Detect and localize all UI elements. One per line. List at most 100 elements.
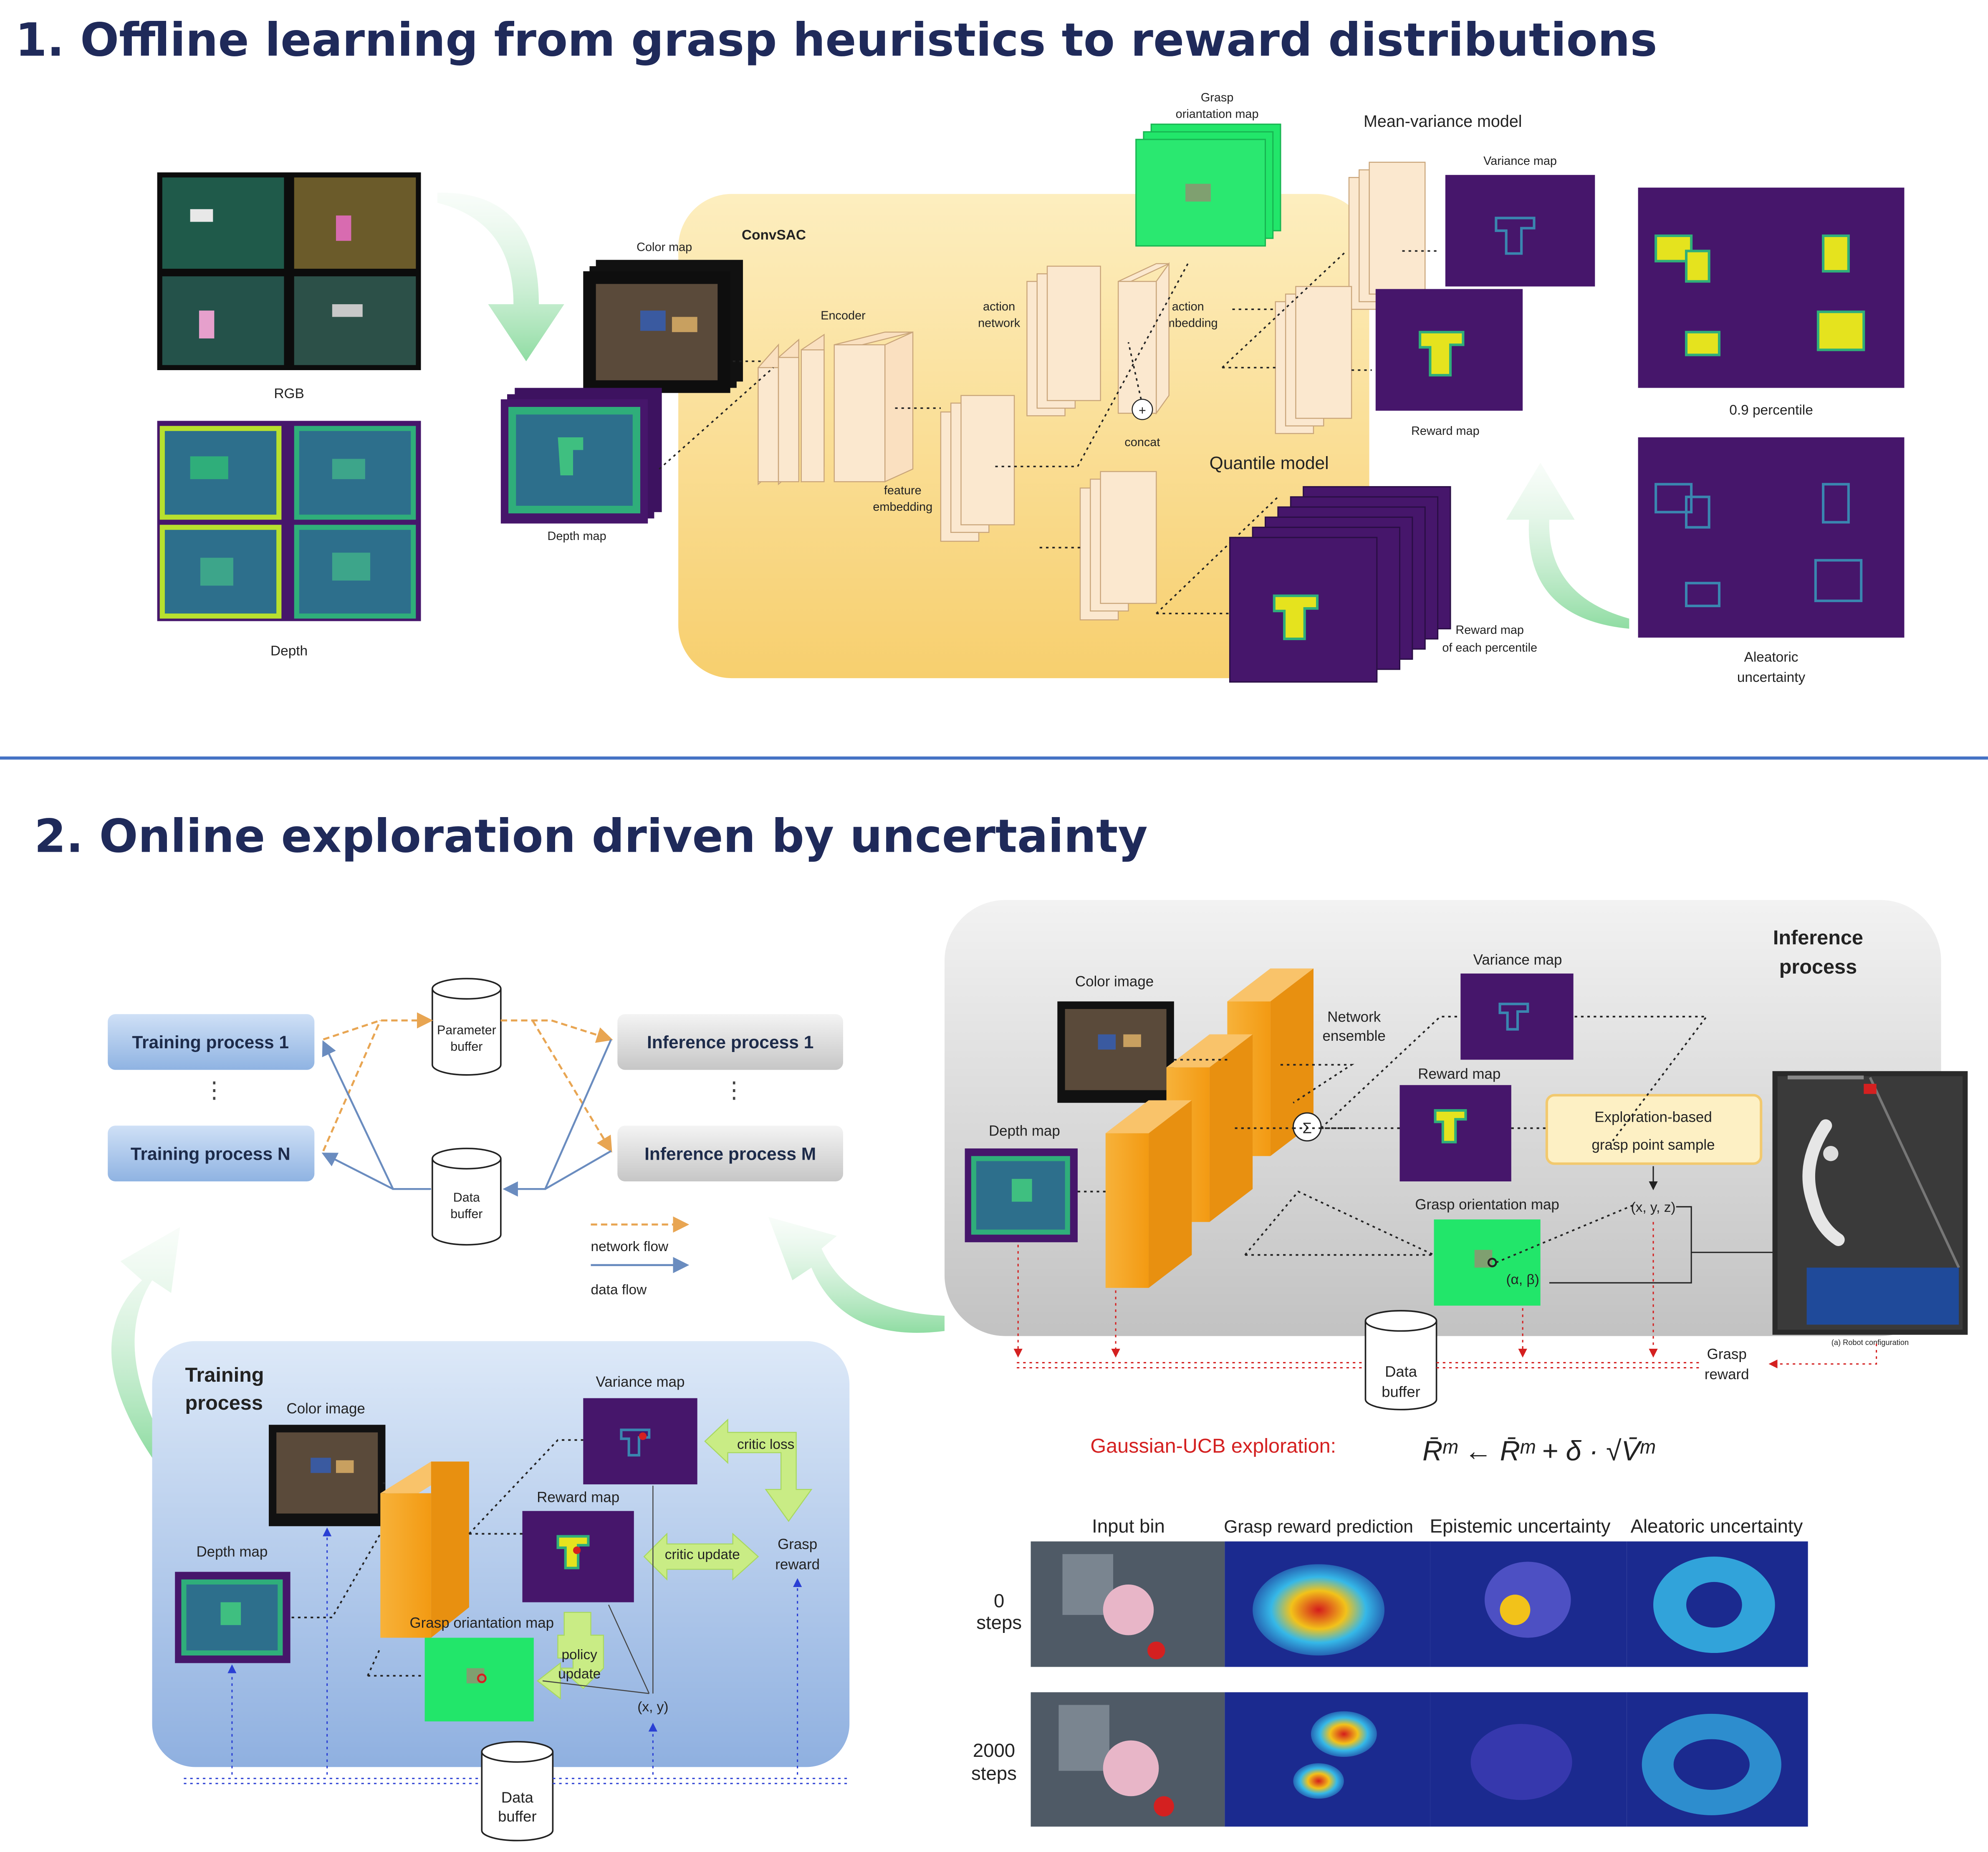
data-buffer-label-2: buffer [450,1207,482,1221]
training-grasp-orientation-map [424,1638,534,1722]
curved-arrow-uncertainty [1506,462,1629,629]
sum-icon [1292,1112,1322,1142]
network-ensemble-label-2: ensemble [1322,1028,1385,1044]
action-network-label-1: action [983,300,1015,313]
inference-variance-map-label: Variance map [1473,952,1562,968]
aleatoric-map [1638,437,1905,638]
row1-count: 2000 [973,1740,1015,1761]
inference-depth-map [965,1148,1078,1242]
training-process-1-box [108,1014,315,1070]
heatmap-col-reward: Grasp reward prediction [1224,1517,1413,1537]
action-network-label-2: network [978,317,1021,330]
encoder-label: Encoder [821,309,866,322]
inference-vdots: ⋮ [722,1077,745,1103]
action-embedding-label-1: action [1172,300,1204,313]
depth-image-grid [157,421,421,621]
inference-grasp-reward-label-1: Grasp [1707,1346,1747,1362]
ucb-formula: R̄ᵐ ← R̄ᵐ + δ · √V̄ᵐ [1422,1436,1655,1466]
training-color-image-label: Color image [287,1400,365,1417]
action-embedding-block [1117,262,1170,415]
row0-unit: steps [976,1612,1022,1633]
inference-connectors [1077,1016,1708,1264]
training-data-buffer-label-1: Data [501,1789,534,1806]
training-panel-title-1: Training [185,1364,264,1386]
inference-reward-map-label: Reward map [1418,1066,1500,1082]
parameter-buffer-label-1: Parameter [437,1024,496,1037]
inference-grasp-orientation-map-label: Grasp orientation map [1415,1196,1559,1213]
section2-title: 2. Online exploration driven by uncertai… [34,809,1148,863]
critic-loss-arrow [704,1418,813,1522]
policy-update-label-1: policy [561,1647,597,1663]
parameter-buffer-cylinder [431,978,502,1076]
inference-variance-map [1460,973,1574,1060]
training-grasp-orientation-map-label: Grasp oriantation map [410,1615,554,1631]
reward-map-percentile-label-2: of each percentile [1442,641,1537,654]
training-panel-title-2: process [185,1392,263,1414]
training-process-1-label: Training process 1 [132,1033,289,1052]
rgb-label: RGB [274,386,304,401]
variance-map-s1 [1445,175,1595,287]
convsac-label: ConvSAC [742,227,806,243]
parameter-buffer-label-2: buffer [450,1040,482,1054]
training-reward-map-label: Reward map [537,1489,619,1506]
color-map-label: Color map [637,240,692,254]
training-data-buffer-label-2: buffer [498,1808,537,1825]
section1-connectors [659,250,1440,615]
training-reward-map [522,1511,634,1602]
network-flow-arrows [322,1012,613,1153]
policy-update-label-2: update [558,1666,601,1682]
convsac-panel [678,194,1369,679]
training-thin-lines [542,1486,654,1694]
data-buffer-label-1: Data [453,1191,480,1205]
heatmap-col-epistemic: Epistemic uncertainty [1430,1515,1611,1537]
grasp-orientation-map-s1-stack [1135,124,1281,247]
depth-label: Depth [270,643,308,659]
concat-label: concat [1124,436,1160,449]
legend-network-flow-label: network flow [591,1239,669,1254]
svg-text:+: + [1139,404,1146,417]
aleatoric-label-1: Aleatoric [1744,650,1799,665]
aleatoric-label-2: uncertainty [1737,670,1806,685]
training-data-buffer-cylinder [481,1741,554,1842]
training-variance-map [583,1398,697,1485]
policy-update-arrow [536,1612,604,1700]
section1-title: 1. Offline learning from grasp heuristic… [15,13,1657,67]
row0-count: 0 [994,1590,1004,1612]
mean-variance-model-label: Mean-variance model [1364,112,1522,131]
alpha-beta-label: (α, β) [1506,1272,1539,1287]
data-flow-arrows [321,1039,612,1197]
curved-arrow-input [437,192,564,361]
variance-map-s1-label: Variance map [1483,154,1557,168]
heatmap-col-aleatoric: Aleatoric uncertainty [1631,1515,1803,1537]
training-vdots: ⋮ [203,1077,226,1103]
inference-grasp-orientation-map [1434,1219,1541,1306]
quantile-model-label: Quantile model [1210,454,1329,473]
inference-depth-map-label: Depth map [989,1123,1060,1139]
grasp-orientation-map-s1-label-1: Grasp [1201,91,1234,104]
training-process-n-label: Training process N [131,1144,290,1164]
feature-embedding-block [940,395,1015,542]
ucb-label: Gaussian-UCB exploration: [1090,1435,1336,1457]
feature-embedding-label-1: feature [884,484,922,497]
encoder-blocks [758,331,914,486]
inference-panel-title-1: Inference [1773,926,1863,949]
training-buffer-feeds [184,1527,850,1784]
robot-caption: (a) Robot configuration [1831,1338,1909,1347]
legend-data-flow-label: data flow [591,1282,647,1297]
reward-map-percentile-label-1: Reward map [1455,623,1524,637]
critic-update-arrow [643,1532,759,1581]
training-connectors [291,1439,584,1677]
inference-process-m-box [617,1125,844,1182]
inference-grasp-reward-label-2: reward [1705,1366,1749,1383]
inference-process-m-label: Inference process M [644,1144,816,1164]
critic-loss-label: critic loss [737,1437,794,1452]
reward-head-block [1275,286,1352,434]
heatmap-row-1 [1031,1692,1808,1827]
training-xy-label: (x, y) [637,1699,668,1715]
inference-process-1-label: Inference process 1 [647,1033,813,1052]
inference-data-buffer-label-1: Data [1385,1363,1417,1380]
training-variance-map-label: Variance map [596,1374,685,1390]
training-network-block [380,1461,469,1638]
